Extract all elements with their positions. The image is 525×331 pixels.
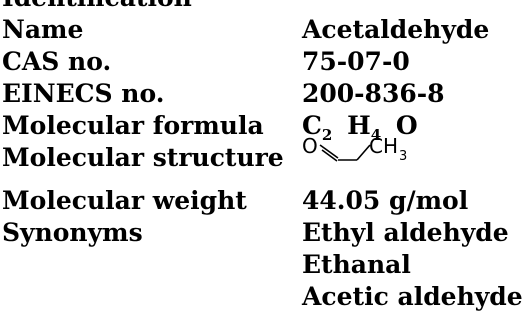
weight-value: 44.05 g/mol xyxy=(302,186,469,215)
section-heading: Identification xyxy=(2,0,192,12)
structure-double-bond-b xyxy=(321,149,338,162)
formula-label: Molecular formula xyxy=(2,111,264,140)
cas-value: 75-07-0 xyxy=(302,47,410,76)
name-value: Acetaldehyde xyxy=(302,15,490,44)
name-label: Name xyxy=(2,15,84,44)
synonym-item: Ethanal xyxy=(302,250,411,279)
synonym-item: Acetic aldehyde xyxy=(302,282,523,311)
synonym-item: Ethyl aldehyde xyxy=(302,218,509,247)
structure-single-bond xyxy=(356,144,371,161)
structure-atom-o: O xyxy=(302,134,318,158)
structure-atom-ch-subscript: 3 xyxy=(399,149,407,164)
molecular-structure-diagram: O CH 3 xyxy=(302,134,407,164)
structure-label: Molecular structure xyxy=(2,143,284,172)
synonyms-label: Synonyms xyxy=(2,218,143,247)
formula-part-c: C2 xyxy=(302,111,333,145)
einecs-label: EINECS no. xyxy=(2,79,165,108)
formula-part-o: O xyxy=(395,111,418,140)
cas-label: CAS no. xyxy=(2,47,112,76)
formula-value: C2 H4 O xyxy=(302,111,424,145)
structure-double-bond-a xyxy=(319,144,339,159)
structure-atom-ch: CH xyxy=(369,134,398,158)
weight-label: Molecular weight xyxy=(2,186,247,215)
einecs-value: 200-836-8 xyxy=(302,79,445,108)
formula-part-h: H4 xyxy=(347,111,382,145)
